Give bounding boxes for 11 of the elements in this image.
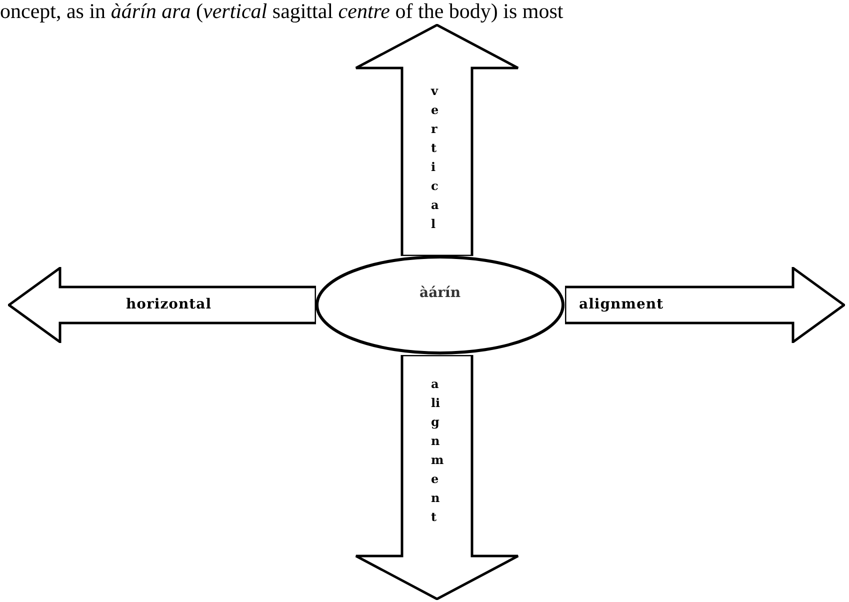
text-line: oncept, as in àárín ara (vertical sagittal centre of the body) is most (0, 0, 564, 22)
ellipse (315, 255, 565, 355)
node-label: alignment (431, 376, 441, 526)
node-label: vertical (431, 83, 440, 233)
block-arrow (355, 355, 519, 600)
block-arrow (355, 24, 519, 256)
node-label: horizontal (126, 296, 212, 314)
node-label: alignment (579, 296, 664, 314)
block-arrow (8, 267, 316, 343)
block-arrow (565, 267, 845, 343)
node-label: àárín (420, 284, 460, 303)
